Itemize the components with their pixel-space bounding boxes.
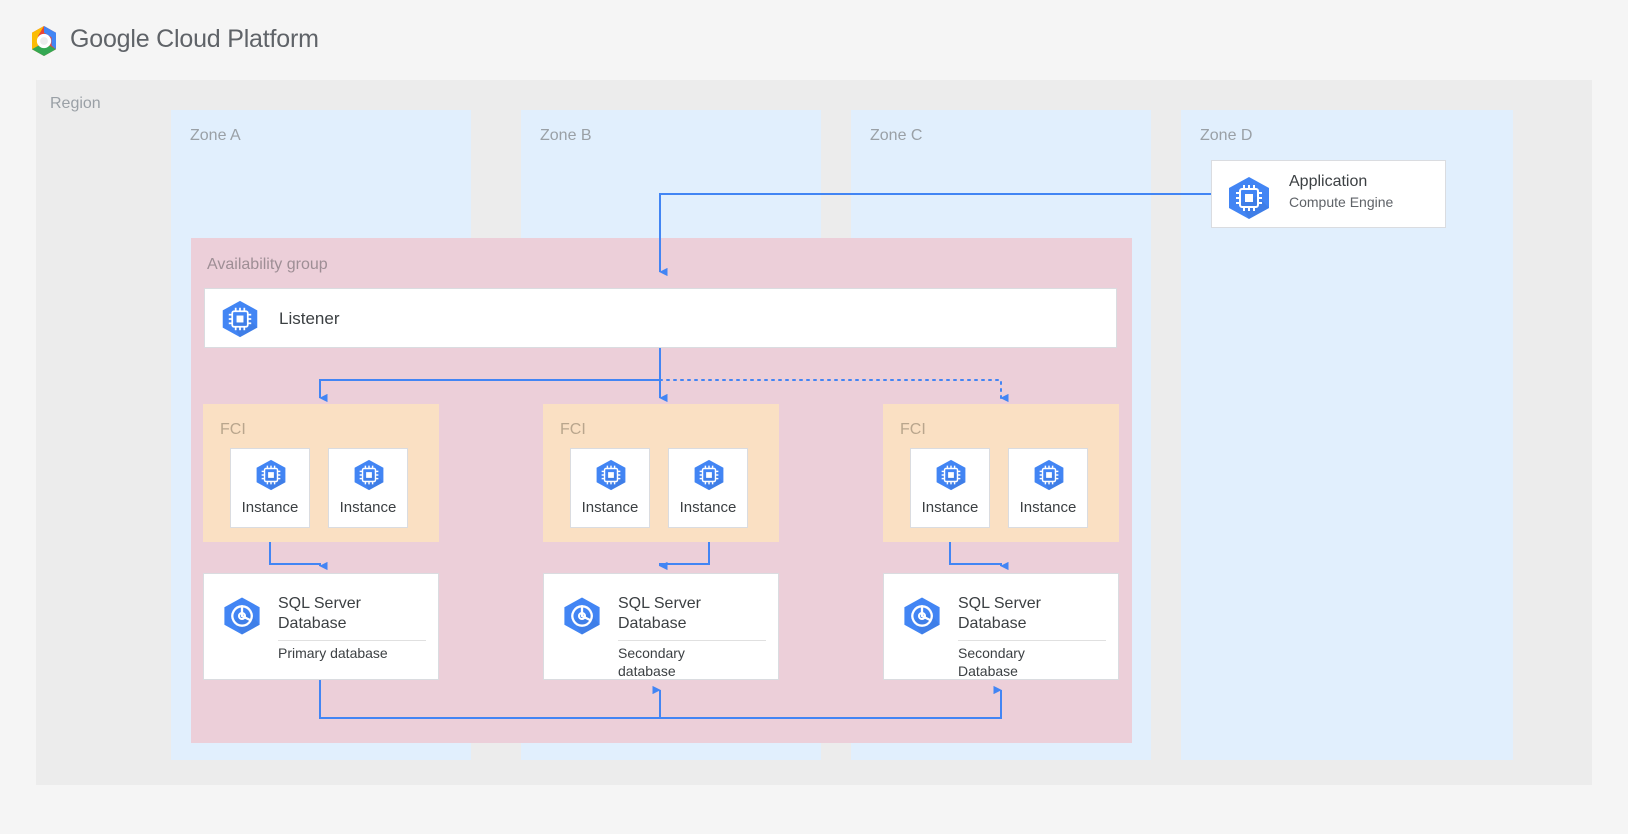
database-subtitle: Secondary Database <box>958 645 1025 679</box>
sql-server-database-card-zone-b[interactable]: SQL Server Database Secondary database <box>543 573 779 680</box>
database-title: SQL Server Database <box>958 595 1041 632</box>
divider <box>618 640 766 641</box>
application-subtitle: Compute Engine <box>1289 194 1394 210</box>
fci-label: FCI <box>220 421 246 438</box>
instance-card[interactable]: Instance <box>230 448 310 528</box>
instance-label: Instance <box>339 499 397 516</box>
listener-title: Listener <box>279 309 340 328</box>
compute-engine-icon <box>1229 177 1269 219</box>
compute-engine-icon <box>936 459 966 491</box>
database-title: SQL Server Database <box>278 595 361 632</box>
database-title: SQL Server Database <box>618 595 701 632</box>
region-label: Region <box>50 95 101 112</box>
sql-server-database-card-zone-a[interactable]: SQL Server Database Primary database <box>203 573 439 680</box>
fci-group-zone-b: FCI Instance <box>543 404 779 542</box>
application-card[interactable]: Application Compute Engine <box>1211 160 1446 228</box>
divider <box>278 640 426 641</box>
zone-a-label: Zone A <box>190 127 241 144</box>
instance-label: Instance <box>1019 499 1077 516</box>
fci-group-zone-c: FCI Instance <box>883 404 1119 542</box>
listener-card[interactable]: Listener <box>204 288 1117 348</box>
instance-card[interactable]: Instance <box>1008 448 1088 528</box>
sql-server-database-icon <box>224 597 260 635</box>
brand-wordmark: Google Cloud Platform <box>70 25 319 53</box>
instance-label: Instance <box>581 499 639 516</box>
fci-label: FCI <box>560 421 586 438</box>
page-header: Google Cloud Platform <box>0 0 1628 76</box>
sql-server-database-card-zone-c[interactable]: SQL Server Database Secondary Database <box>883 573 1119 680</box>
divider <box>958 640 1106 641</box>
sql-server-database-icon <box>904 597 940 635</box>
zone-c-label: Zone C <box>870 127 923 144</box>
compute-engine-icon <box>694 459 724 491</box>
availability-group-label: Availability group <box>207 256 328 273</box>
instance-card[interactable]: Instance <box>668 448 748 528</box>
compute-engine-icon <box>354 459 384 491</box>
instance-label: Instance <box>241 499 299 516</box>
database-subtitle: Secondary database <box>618 645 685 679</box>
compute-engine-icon <box>1034 459 1064 491</box>
instance-label: Instance <box>679 499 737 516</box>
application-title: Application <box>1289 173 1368 190</box>
database-subtitle: Primary database <box>278 645 388 661</box>
instance-label: Instance <box>921 499 979 516</box>
compute-engine-icon <box>596 459 626 491</box>
sql-server-database-icon <box>564 597 600 635</box>
fci-label: FCI <box>900 421 926 438</box>
compute-engine-icon <box>256 459 286 491</box>
instance-card[interactable]: Instance <box>910 448 990 528</box>
compute-engine-icon <box>222 300 258 338</box>
fci-group-zone-a: FCI Instance <box>203 404 439 542</box>
instance-card[interactable]: Instance <box>570 448 650 528</box>
zone-b-label: Zone B <box>540 127 592 144</box>
instance-card[interactable]: Instance <box>328 448 408 528</box>
zone-d-label: Zone D <box>1200 127 1253 144</box>
google-cloud-logo-icon <box>32 26 56 56</box>
